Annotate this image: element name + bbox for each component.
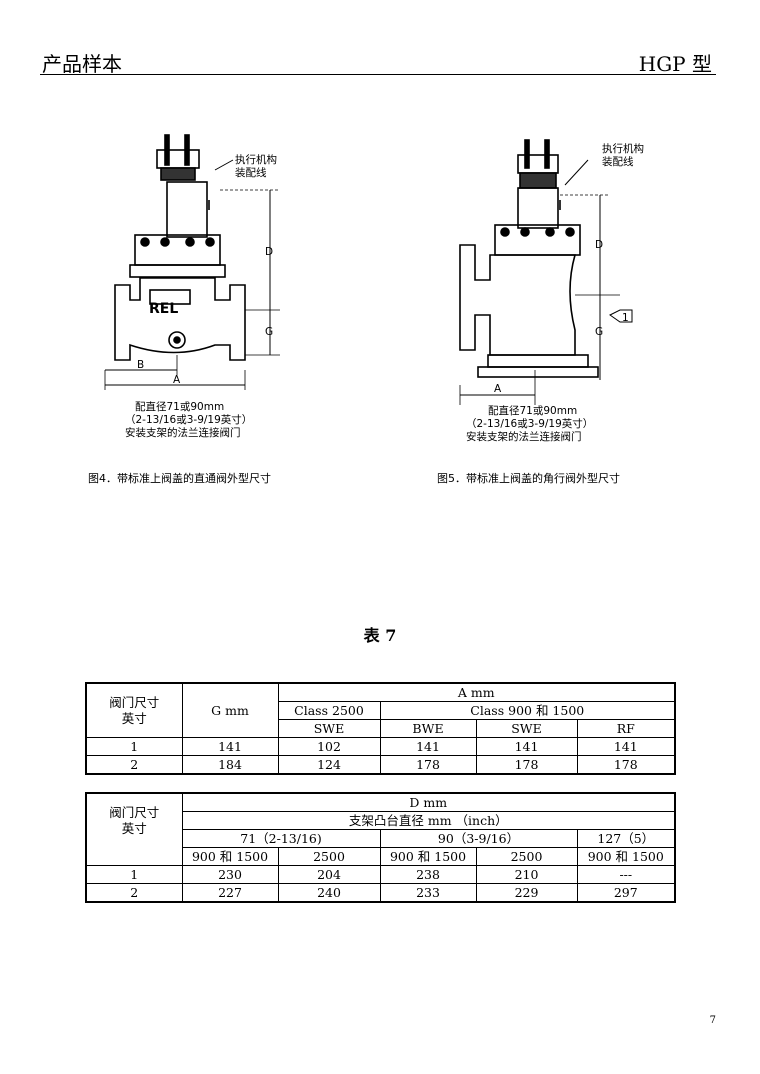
class-blank bbox=[85, 847, 183, 866]
table-cell: 124 bbox=[277, 755, 381, 775]
table-cell: 178 bbox=[379, 755, 477, 775]
sub-header: SWE bbox=[277, 719, 381, 738]
table-title: 表 7 bbox=[363, 626, 397, 645]
header-rule bbox=[40, 74, 716, 75]
table-cell: 184 bbox=[181, 755, 279, 775]
fig5-dim-d: D bbox=[595, 239, 603, 251]
fig4-note-line3: 安装支架的法兰连接阀门 bbox=[125, 426, 241, 439]
fig5-callout-line1: 执行机构 bbox=[602, 142, 644, 155]
d-header: D mm bbox=[181, 792, 676, 812]
table-a-dimensions: 阀门尺寸英寸 G mm A mm Class 2500 Class 900 和 … bbox=[85, 682, 677, 775]
sub-header: BWE bbox=[379, 719, 477, 738]
figure-5-drawing: D G 1 A 执行机构 装配线 配直径71或90mm （2-13/16或3-9… bbox=[450, 130, 670, 460]
fig5-note-line1: 配直径71或90mm bbox=[488, 404, 577, 417]
group-header: 71（2-13/16) bbox=[181, 829, 381, 848]
fig4-dim-g: G bbox=[265, 326, 273, 338]
group-header: 127（5） bbox=[576, 829, 676, 848]
table-cell: 230 bbox=[181, 865, 279, 884]
table-cell: 1 bbox=[85, 865, 183, 884]
class-2500-header: Class 2500 bbox=[277, 701, 381, 720]
class-header: 2500 bbox=[475, 847, 578, 866]
table-cell: 229 bbox=[475, 883, 578, 903]
page-number: 7 bbox=[709, 1015, 716, 1026]
class-header: 2500 bbox=[277, 847, 381, 866]
table-cell: 2 bbox=[85, 883, 183, 903]
size-header: 阀门尺寸英寸 bbox=[85, 682, 183, 738]
sub-header: RF bbox=[576, 719, 676, 738]
fig4-callout-line1: 执行机构 bbox=[235, 153, 277, 166]
fig4-brand-label: REL bbox=[149, 301, 178, 317]
table-cell: 233 bbox=[379, 883, 477, 903]
figure-4-caption: 图4．带标准上阀盖的直通阀外型尺寸 bbox=[88, 472, 271, 485]
table-d-dimensions: 阀门尺寸英寸 D mm 支架凸台直径 mm （inch） 71（2-13/16)… bbox=[85, 792, 677, 903]
table-cell: 141 bbox=[475, 737, 578, 756]
table-cell: --- bbox=[576, 865, 676, 884]
boss-header: 支架凸台直径 mm （inch） bbox=[181, 811, 676, 830]
g-header: G mm bbox=[181, 682, 279, 738]
class-header: 900 和 1500 bbox=[181, 847, 279, 866]
fig5-callout-line2: 装配线 bbox=[602, 155, 634, 168]
a-header: A mm bbox=[277, 682, 676, 702]
fig5-note-line2: （2-13/16或3-9/19英寸） bbox=[466, 417, 593, 430]
table-cell: 178 bbox=[576, 755, 676, 775]
fig5-dim-a: A bbox=[494, 383, 502, 395]
figure-4-drawing: REL D G B A 执行机构 装配线 配直径71或90mm （2-13/16… bbox=[95, 130, 315, 460]
class-header: 900 和 1500 bbox=[379, 847, 477, 866]
fig4-dim-a: A bbox=[173, 374, 181, 386]
header-title: 产品样本 bbox=[42, 52, 122, 76]
table-cell: 178 bbox=[475, 755, 578, 775]
size-header: 阀门尺寸英寸 bbox=[85, 792, 183, 848]
table-cell: 210 bbox=[475, 865, 578, 884]
fig5-note-line3: 安装支架的法兰连接阀门 bbox=[466, 430, 582, 443]
group-header: 90（3-9/16） bbox=[379, 829, 578, 848]
class-header: 900 和 1500 bbox=[576, 847, 676, 866]
table-cell: 240 bbox=[277, 883, 381, 903]
table-cell: 141 bbox=[379, 737, 477, 756]
table-cell: 1 bbox=[85, 737, 183, 756]
table-cell: 204 bbox=[277, 865, 381, 884]
table-cell: 227 bbox=[181, 883, 279, 903]
table-cell: 141 bbox=[181, 737, 279, 756]
sub-header: SWE bbox=[475, 719, 578, 738]
class-900-1500-header: Class 900 和 1500 bbox=[379, 701, 676, 720]
table-cell: 238 bbox=[379, 865, 477, 884]
table-cell: 141 bbox=[576, 737, 676, 756]
fig4-callout-line2: 装配线 bbox=[235, 166, 267, 179]
fig4-dim-b: B bbox=[137, 359, 144, 371]
fig4-dim-d: D bbox=[265, 246, 273, 258]
figure-5-caption: 图5．带标准上阀盖的角行阀外型尺寸 bbox=[437, 472, 620, 485]
table-cell: 2 bbox=[85, 755, 183, 775]
table-cell: 102 bbox=[277, 737, 381, 756]
fig5-flag-label: 1 bbox=[622, 312, 629, 324]
fig4-note-line2: （2-13/16或3-9/19英寸） bbox=[125, 413, 252, 426]
fig4-note-line1: 配直径71或90mm bbox=[135, 400, 224, 413]
fig5-dim-g: G bbox=[595, 326, 603, 338]
header-model: HGP 型 bbox=[638, 52, 712, 76]
table-cell: 297 bbox=[576, 883, 676, 903]
